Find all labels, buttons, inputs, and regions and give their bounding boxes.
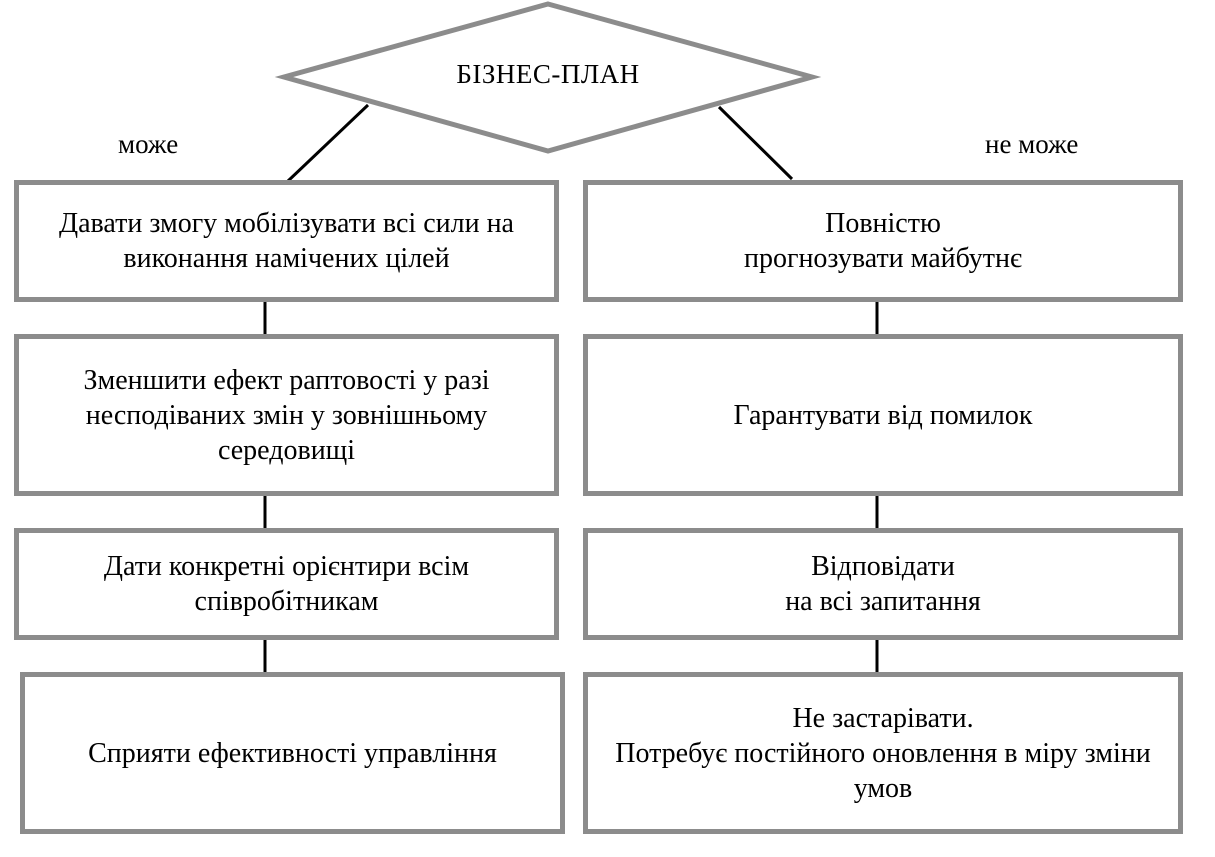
cannot-box-4: Не застарівати. Потребує постійного онов… bbox=[583, 672, 1183, 834]
cannot-box-3-text: Відповідати на всі запитання bbox=[785, 551, 981, 617]
diagram-title: БІЗНЕС-ПЛАН bbox=[456, 58, 640, 89]
cannot-box-1: Повністю прогнозувати майбутнє bbox=[583, 180, 1183, 302]
can-box-3: Дати конкретні орієнтири всім співробітн… bbox=[14, 528, 559, 640]
left-branch-link bbox=[286, 103, 370, 183]
can-box-2: Зменшити ефект раптовості у разі несподі… bbox=[14, 334, 559, 496]
can-box-3-text: Дати конкретні орієнтири всім співробітн… bbox=[103, 551, 470, 617]
left-branch-label: може bbox=[118, 129, 179, 159]
can-box-2-text: Зменшити ефект раптовості у разі несподі… bbox=[83, 364, 490, 466]
cannot-box-4-text: Не застарівати. Потребує постійного онов… bbox=[615, 702, 1151, 804]
can-box-4-text: Сприяти ефективності управління bbox=[88, 737, 497, 769]
can-box-4: Сприяти ефективності управління bbox=[20, 672, 565, 834]
right-branch-link bbox=[717, 105, 794, 181]
right-branch-label: не може bbox=[985, 129, 1079, 159]
cannot-box-2-text: Гарантувати від помилок bbox=[733, 399, 1033, 431]
title-diamond bbox=[274, 1, 822, 154]
cannot-box-2: Гарантувати від помилок bbox=[583, 334, 1183, 496]
can-box-1-text: Давати змогу мобілізувати всі сили на ви… bbox=[59, 208, 514, 274]
cannot-box-1-text: Повністю прогнозувати майбутнє bbox=[743, 208, 1023, 274]
cannot-box-3: Відповідати на всі запитання bbox=[583, 528, 1183, 640]
can-box-1: Давати змогу мобілізувати всі сили на ви… bbox=[14, 180, 559, 302]
